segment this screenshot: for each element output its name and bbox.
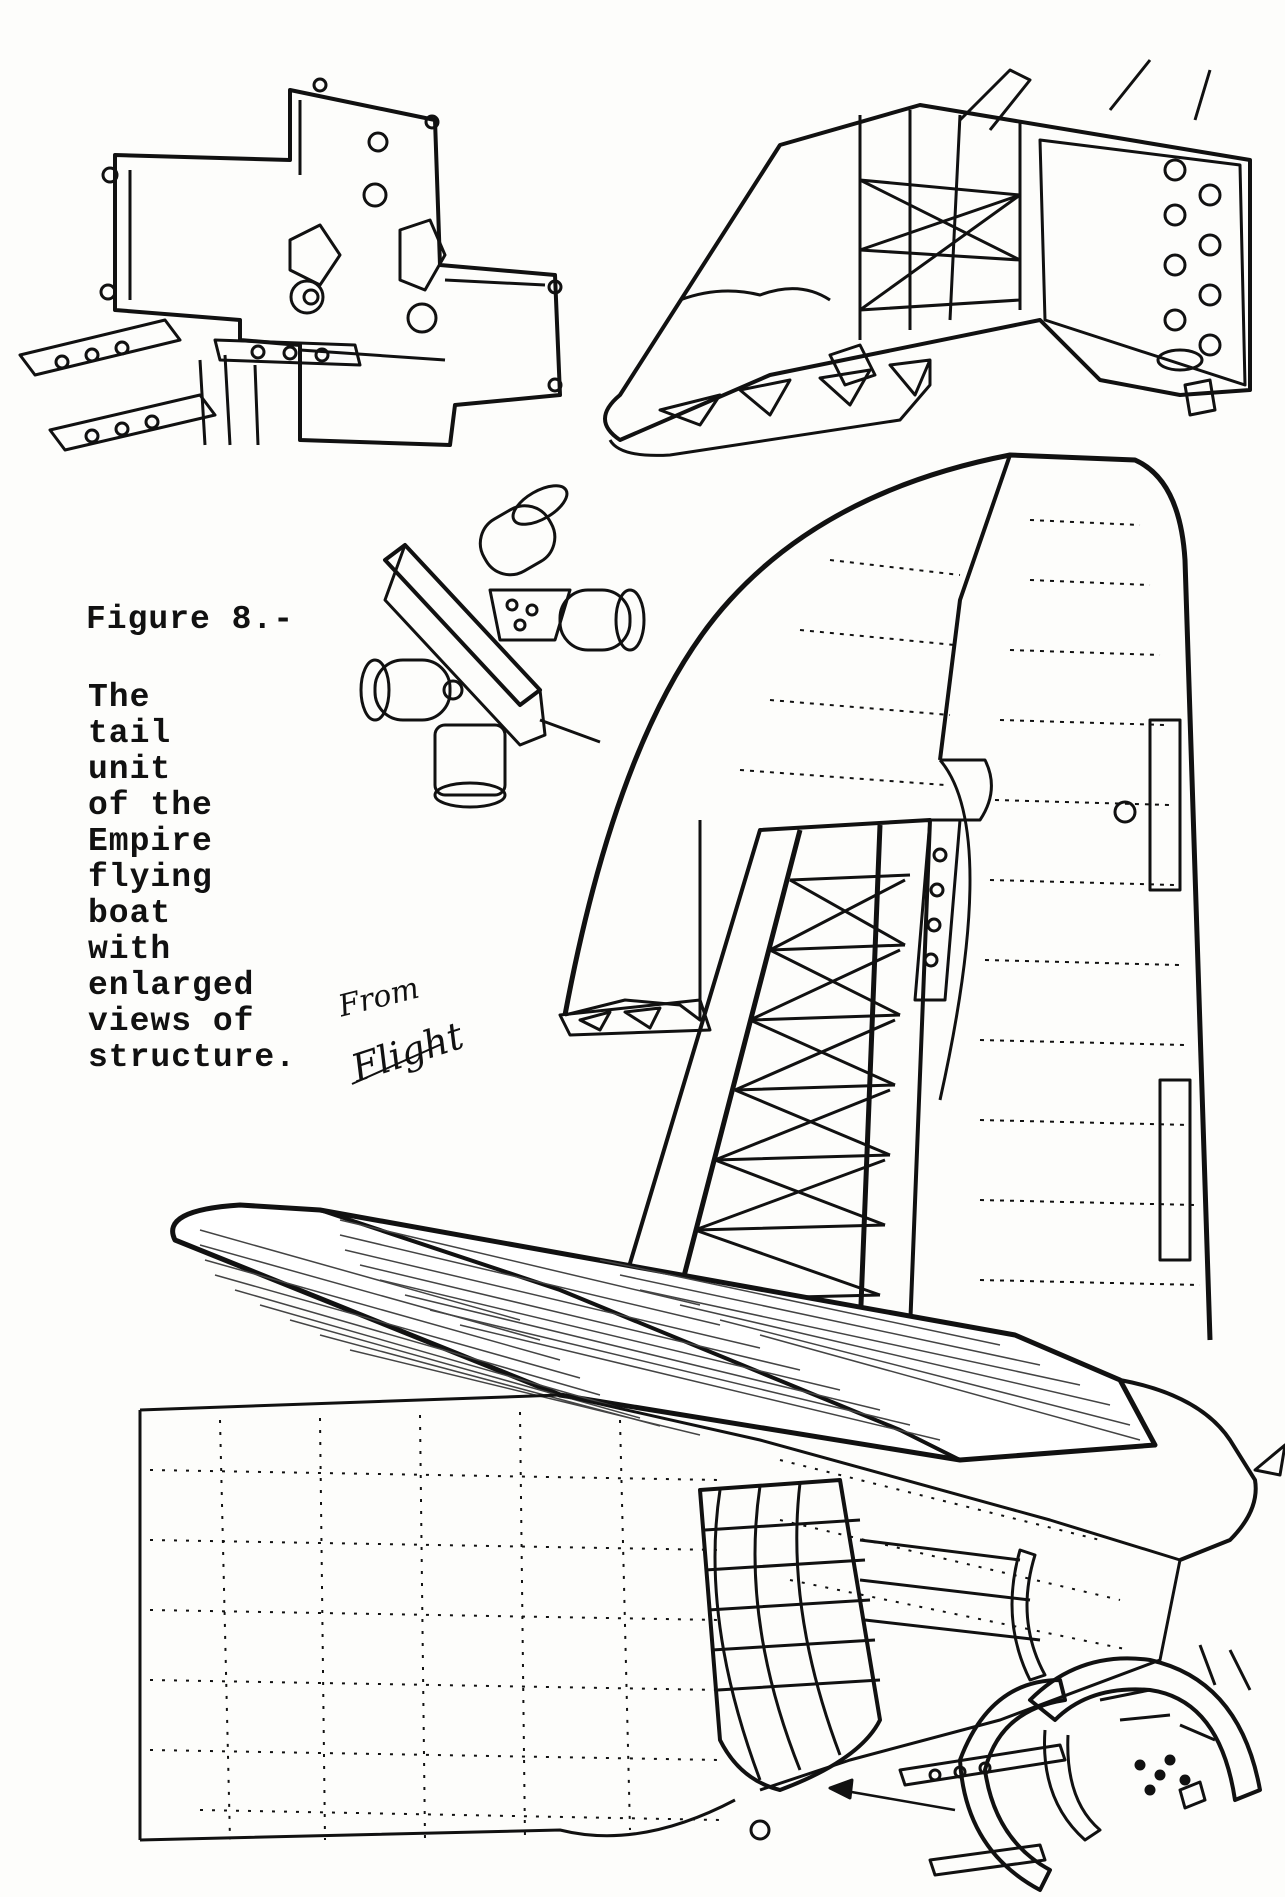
strut-junction-fitting-detail [359,484,646,809]
description-line: flying [88,859,213,896]
description-line: structure. [88,1039,297,1076]
description-line: unit [88,751,172,788]
fin-attachment-fitting-detail [18,77,563,452]
fin-and-rudder [558,452,1213,1341]
description-line: Empire [88,823,213,860]
description-line: views of [88,1003,255,1040]
tailplane-root-section-detail [603,59,1252,457]
description-line: with [88,931,172,968]
figure-title: Figure 8.- [86,601,295,638]
description-line: enlarged [88,967,255,1004]
hull-rear-section [138,1393,1182,1842]
description-line: tail [88,715,172,752]
description-line: boat [88,895,172,932]
description-line: of the [88,787,213,824]
tailplane [170,1202,1285,1562]
figure-description: The tail unit of the Empire flying boat … [88,680,296,1076]
hull-frame-detail [898,1644,1262,1892]
description-line: The [88,679,151,716]
